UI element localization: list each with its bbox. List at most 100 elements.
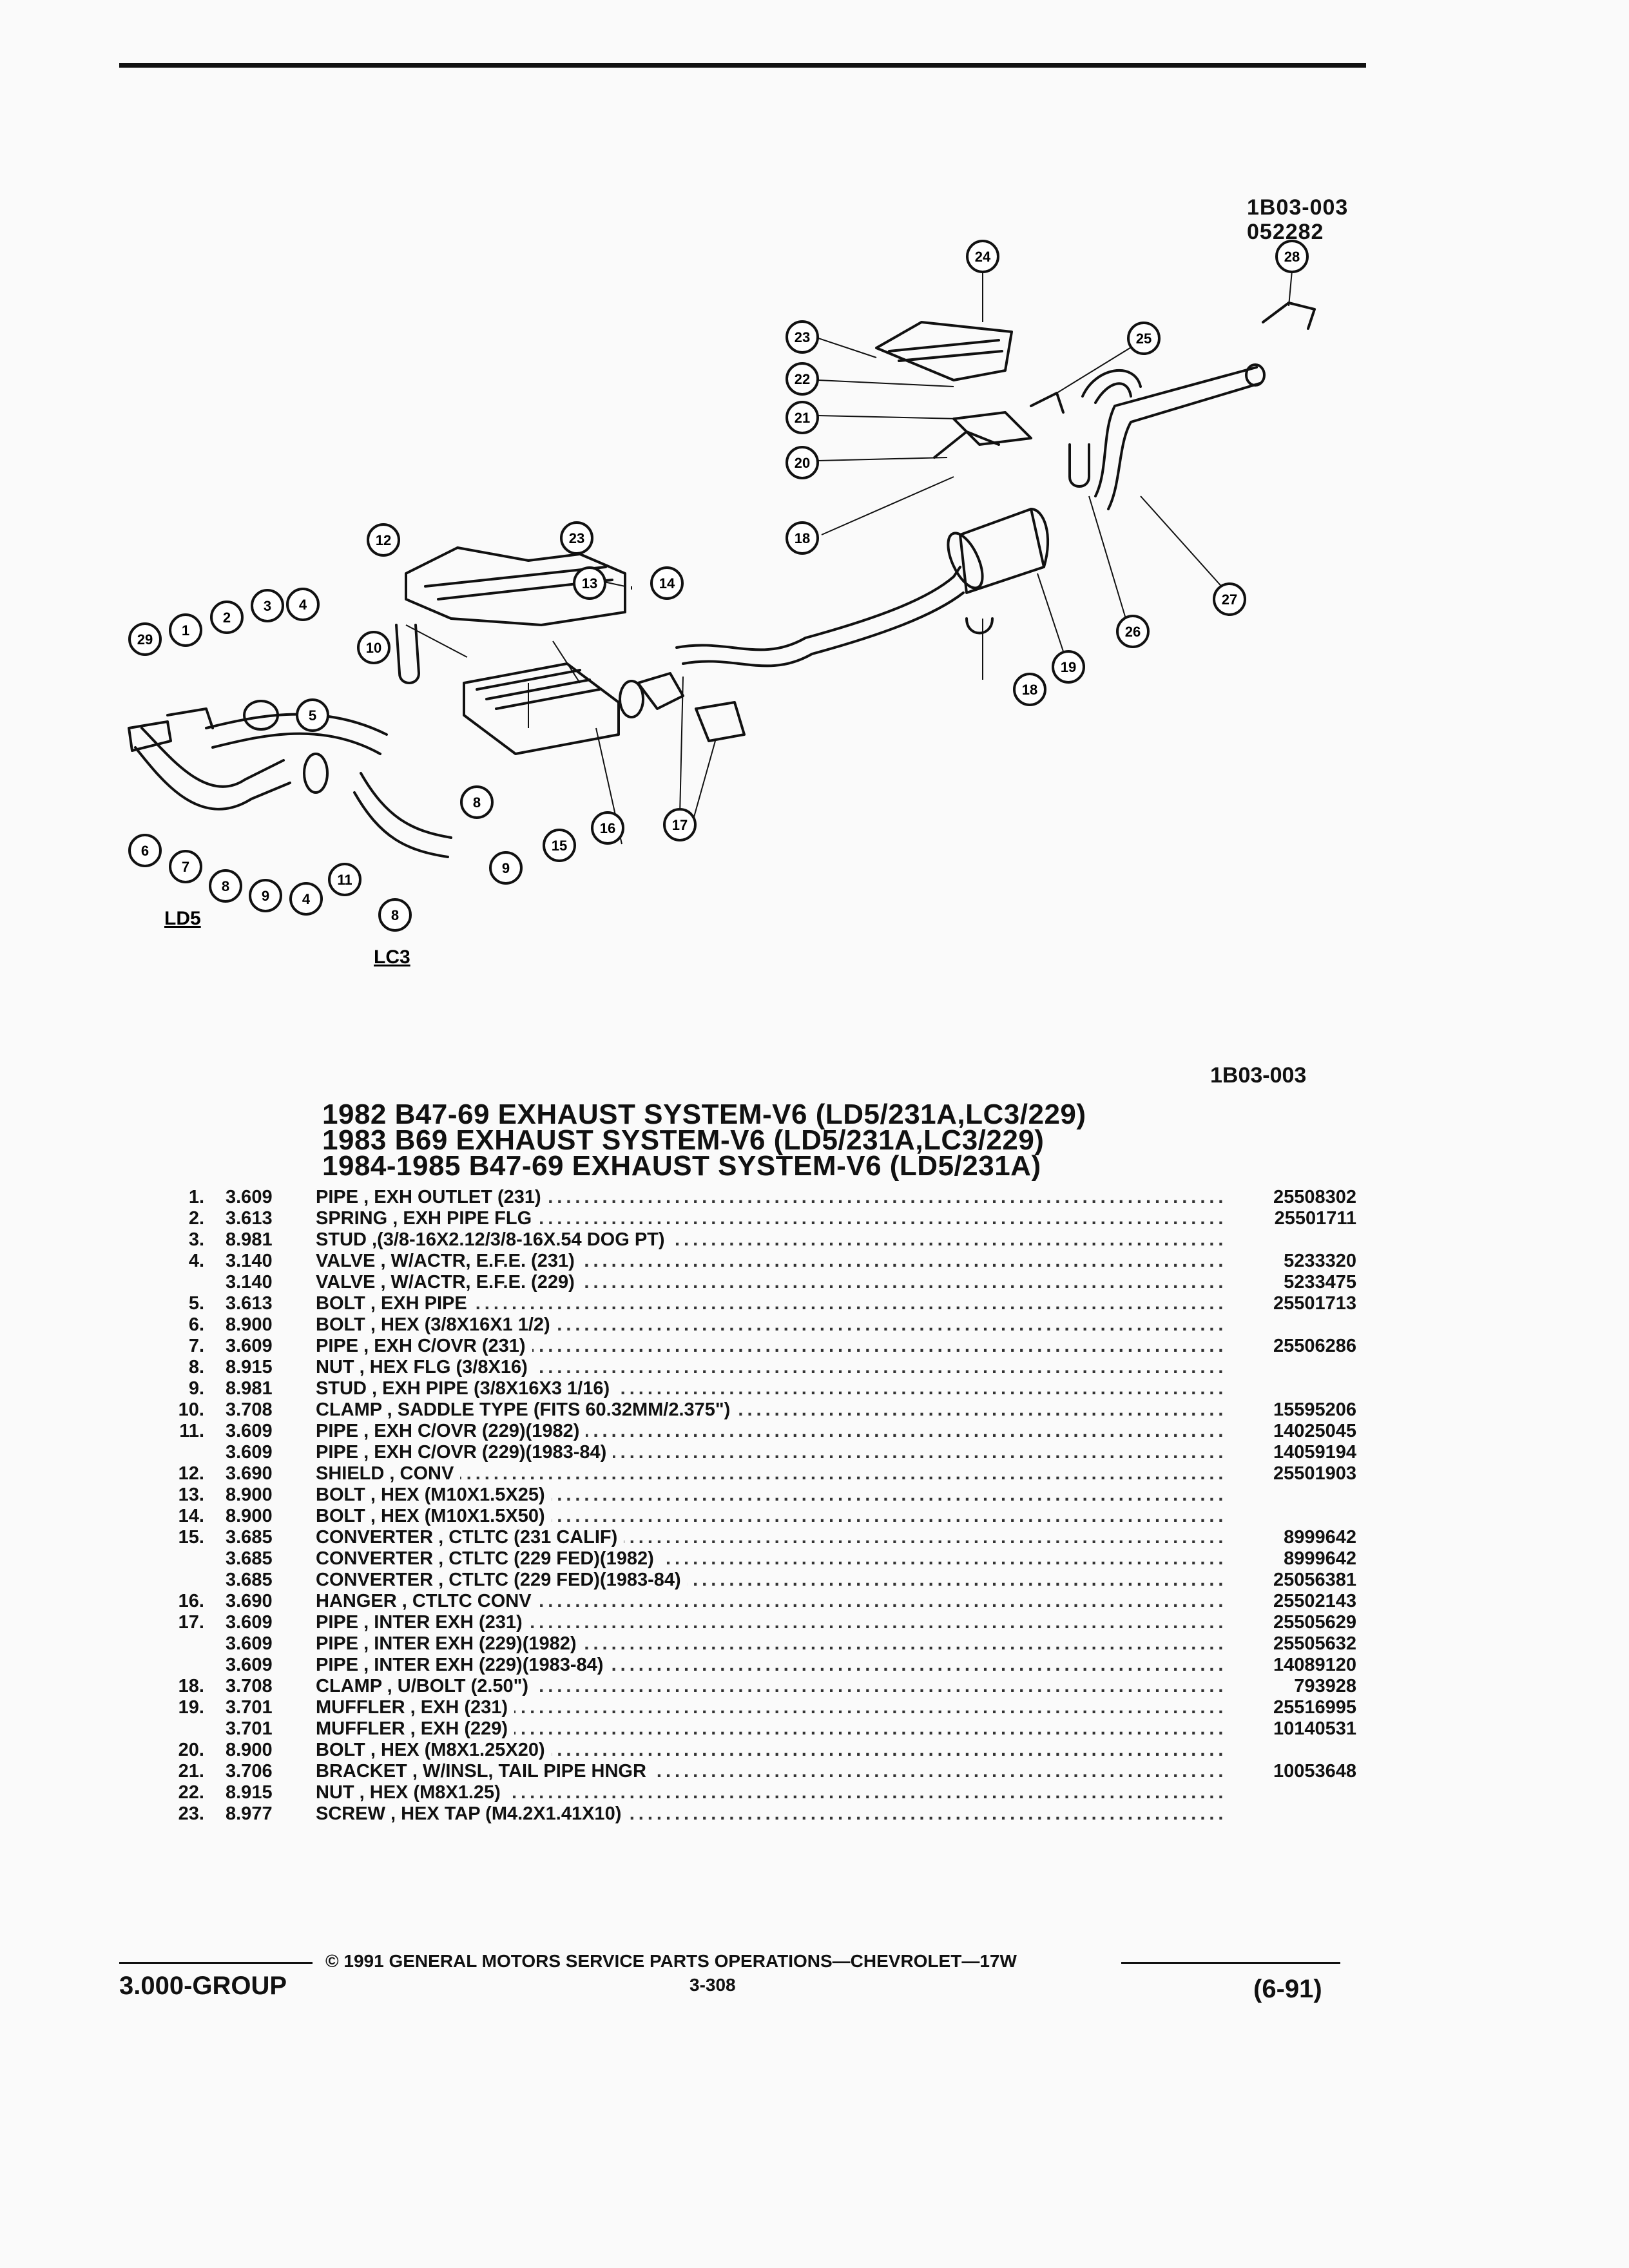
svg-text:24: 24 [975,249,991,265]
part-description: CONVERTER , CTLTC (229 FED)(1983-84) [316,1570,688,1591]
hanger-16 [695,701,746,742]
callout-20: 20 [786,446,819,479]
item-number: 17. [178,1612,204,1633]
clamp-26 [1068,443,1090,488]
callout-12: 12 [367,523,400,557]
clamp-18 [965,617,994,635]
parts-row: 3.609...................................… [164,1655,1356,1676]
item-number: 22. [178,1782,204,1803]
part-description: BOLT , HEX (M8X1.25X20) [316,1740,552,1761]
title-line-1: 1982 B47-69 EXHAUST SYSTEM-V6 (LD5/231A,… [322,1099,1086,1130]
callout-8-lc3: 8 [378,898,412,932]
part-description: PIPE , EXH OUTLET (231) [316,1187,548,1208]
part-number: 25506286 [1273,1336,1356,1356]
part-description: BOLT , HEX (M10X1.5X25) [316,1485,552,1506]
callout-24: 24 [966,240,999,273]
group-code: 8.981 [226,1378,273,1399]
part-description: CLAMP , SADDLE TYPE (FITS 60.32MM/2.375"… [316,1399,737,1421]
group-code: 3.706 [226,1761,273,1782]
callout-18: 18 [1013,673,1046,706]
footer-date: (6-91) [1253,1975,1322,2003]
exhaust-diagram: 24 23 22 21 20 18 25 28 27 26 19 18 17 1… [116,174,1392,1005]
part-number: 25502143 [1273,1591,1356,1611]
parts-row: 12.3.690................................… [164,1463,1356,1485]
svg-text:10: 10 [366,640,381,656]
callout-15: 15 [543,829,576,862]
svg-text:27: 27 [1222,591,1237,608]
group-code: 8.981 [226,1229,273,1250]
svg-text:4: 4 [302,891,311,907]
item-number: 10. [178,1399,204,1420]
group-code: 3.690 [226,1463,273,1484]
parts-row: 9.8.981.................................… [164,1378,1356,1399]
engine-label-lc3: LC3 [374,947,410,968]
engine-label-ld5: LD5 [164,908,201,929]
callout-22: 22 [786,362,819,396]
part-description: STUD ,(3/8-16X2.12/3/8-16X.54 DOG PT) [316,1229,671,1251]
callout-13: 13 [573,566,606,600]
part-number: 793928 [1294,1676,1356,1696]
svg-text:23: 23 [569,530,584,546]
item-number: 16. [178,1591,204,1611]
group-code: 3.609 [226,1442,273,1463]
svg-text:1: 1 [182,622,189,639]
item-number: 19. [178,1697,204,1718]
footer-rule-right [1121,1962,1340,1964]
svg-text:6: 6 [141,843,149,859]
item-number: 2. [188,1208,204,1229]
svg-text:17: 17 [672,817,688,833]
part-description: BRACKET , W/INSL, TAIL PIPE HNGR [316,1761,653,1782]
part-description: PIPE , INTER EXH (229)(1983-84) [316,1655,610,1676]
group-code: 8.900 [226,1314,273,1335]
diagram-code: 1B03-003 052282 [1247,195,1349,244]
part-description: MUFFLER , EXH (231) [316,1697,515,1718]
part-description: BOLT , EXH PIPE [316,1293,474,1314]
muffler-19 [959,508,1045,594]
shield-24 [875,321,1013,381]
item-number: 14. [178,1506,204,1526]
title-line-3: 1984-1985 B47-69 EXHAUST SYSTEM-V6 (LD5/… [322,1150,1041,1182]
group-code: 3.609 [226,1421,273,1441]
parts-row: 21.3.706................................… [164,1761,1356,1782]
svg-text:29: 29 [137,631,153,648]
part-description: PIPE , EXH C/OVR (231) [316,1336,532,1357]
svg-text:18: 18 [1022,682,1037,698]
callout-1: 1 [169,613,202,647]
parts-list: 1.3.609.................................… [164,1187,1356,1825]
section-title: 1982 B47-69 EXHAUST SYSTEM-V6 (LD5/231A,… [322,1099,1086,1182]
svg-text:11: 11 [337,872,352,888]
part-description: HANGER , CTLTC CONV [316,1591,538,1612]
leader-dots: ........................................… [358,1463,1228,1484]
svg-text:9: 9 [262,888,269,904]
parts-row: 3.8.981.................................… [164,1229,1356,1251]
leader-dots: ........................................… [358,1293,1228,1314]
svg-text:20: 20 [795,455,810,471]
part-number: 25501711 [1274,1208,1356,1229]
parts-row: 3.609...................................… [164,1633,1356,1655]
parts-row: 19.3.701................................… [164,1697,1356,1718]
svg-text:15: 15 [552,838,567,854]
callout-21: 21 [786,401,819,434]
pipe-7 [134,727,291,811]
pipe-11 [205,713,388,755]
svg-text:5: 5 [309,707,316,724]
item-number: 15. [178,1527,204,1548]
part-number: 5233320 [1284,1251,1356,1271]
part-number: 10140531 [1273,1718,1356,1739]
part-description: BOLT , HEX (M10X1.5X50) [316,1506,552,1527]
part-number: 14089120 [1273,1655,1356,1675]
part-number: 14025045 [1273,1421,1356,1441]
group-code: 3.708 [226,1399,273,1420]
callout-9-b: 9 [489,851,523,885]
callout-19: 19 [1052,650,1085,684]
svg-text:8: 8 [222,878,229,894]
callout-25: 25 [1127,322,1161,355]
callout-23-top: 23 [786,320,819,354]
bracket-25 [1030,392,1065,414]
parts-row: 11.3.609................................… [164,1421,1356,1442]
parts-row: 22.8.915................................… [164,1782,1356,1803]
part-number: 25505629 [1273,1612,1356,1633]
part-description: SPRING , EXH PIPE FLG [316,1208,539,1229]
parts-row: 17.3.609................................… [164,1612,1356,1633]
exhaust-illustration: 24 23 22 21 20 18 25 28 27 26 19 18 17 1… [128,240,1316,968]
